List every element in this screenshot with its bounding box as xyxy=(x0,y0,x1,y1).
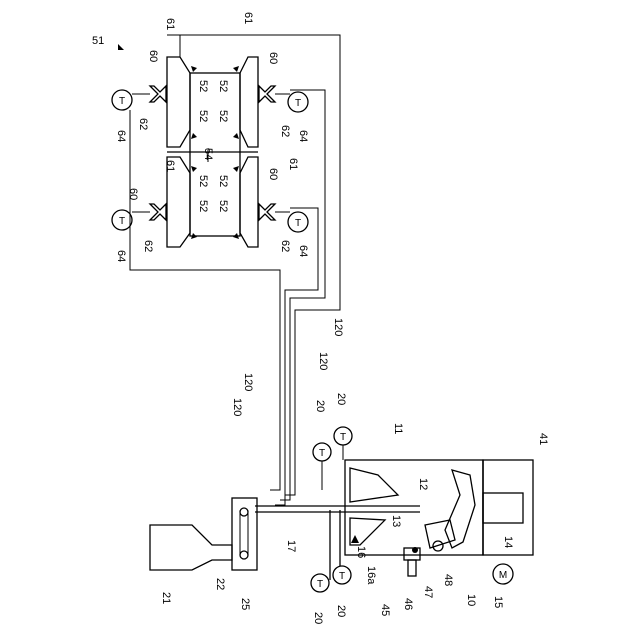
nozzle-52 xyxy=(233,166,239,172)
nozzle-assembly xyxy=(404,547,420,576)
svg-text:60: 60 xyxy=(267,168,279,180)
svg-text:15: 15 xyxy=(492,596,504,608)
svg-text:20: 20 xyxy=(314,400,326,412)
arrow-16 xyxy=(351,535,359,543)
svg-text:64: 64 xyxy=(115,130,127,142)
svg-text:14: 14 xyxy=(502,536,514,548)
svg-text:T: T xyxy=(319,448,325,459)
valve-60 xyxy=(259,86,275,102)
thermometer-icon: T xyxy=(334,427,352,445)
svg-text:62: 62 xyxy=(142,240,154,252)
svg-text:T: T xyxy=(119,96,125,107)
nozzle-52 xyxy=(191,166,197,172)
svg-text:22: 22 xyxy=(214,578,226,590)
svg-text:52: 52 xyxy=(217,80,229,92)
svg-text:120: 120 xyxy=(332,318,344,336)
svg-text:13: 13 xyxy=(390,515,402,527)
svg-text:120: 120 xyxy=(317,352,329,370)
blower-unit xyxy=(150,498,257,570)
svg-text:60: 60 xyxy=(147,50,159,62)
nozzle-52 xyxy=(191,66,197,72)
svg-text:10: 10 xyxy=(465,594,477,606)
svg-text:20: 20 xyxy=(312,612,324,624)
svg-text:T: T xyxy=(295,98,301,109)
svg-text:62: 62 xyxy=(279,125,291,137)
thermometer-icon: T xyxy=(333,566,351,584)
svg-text:46: 46 xyxy=(402,598,414,610)
svg-text:64: 64 xyxy=(115,250,127,262)
svg-text:61: 61 xyxy=(242,12,254,24)
svg-text:62: 62 xyxy=(137,118,149,130)
svg-text:52: 52 xyxy=(197,200,209,212)
svg-text:17: 17 xyxy=(285,540,297,552)
svg-text:45: 45 xyxy=(379,604,391,616)
reference-labels: 51 61 61 61 61 60 60 60 60 52 52 52 52 5… xyxy=(92,12,549,624)
thermometer-icon: T xyxy=(112,210,132,230)
svg-text:120: 120 xyxy=(242,373,254,391)
left-upper-header xyxy=(167,57,190,147)
svg-text:52: 52 xyxy=(197,80,209,92)
svg-text:21: 21 xyxy=(160,592,172,604)
svg-text:T: T xyxy=(340,432,346,443)
thermometer-icon: T xyxy=(112,90,132,110)
svg-text:64: 64 xyxy=(297,245,309,257)
motor-icon: M xyxy=(493,564,513,584)
thermometer-icon: T xyxy=(313,443,331,461)
svg-text:T: T xyxy=(295,218,301,229)
right-lower-header xyxy=(240,157,258,247)
piping-120 xyxy=(130,35,340,505)
valve-60 xyxy=(150,204,166,220)
svg-text:52: 52 xyxy=(217,200,229,212)
svg-text:51: 51 xyxy=(92,35,104,47)
svg-text:120: 120 xyxy=(231,398,243,416)
right-upper-header xyxy=(240,57,258,147)
svg-text:52: 52 xyxy=(197,110,209,122)
svg-text:T: T xyxy=(119,216,125,227)
svg-text:61: 61 xyxy=(287,158,299,170)
svg-text:61: 61 xyxy=(164,160,176,172)
svg-text:M: M xyxy=(499,570,507,581)
thermometer-icon: T xyxy=(311,574,329,592)
svg-text:62: 62 xyxy=(279,240,291,252)
svg-text:11: 11 xyxy=(392,423,404,434)
svg-text:T: T xyxy=(339,571,345,582)
svg-text:41: 41 xyxy=(537,433,549,445)
svg-text:16a: 16a xyxy=(365,566,377,585)
svg-text:52: 52 xyxy=(217,110,229,122)
svg-text:60: 60 xyxy=(127,188,139,200)
thermometer-icon: T xyxy=(288,212,308,232)
nozzle-52 xyxy=(233,66,239,72)
svg-text:48: 48 xyxy=(442,574,454,586)
nozzle-52 xyxy=(233,133,239,139)
svg-text:52: 52 xyxy=(197,175,209,187)
shaft-14 xyxy=(483,493,523,523)
thermometer-icon: T xyxy=(288,92,308,112)
svg-text:61: 61 xyxy=(164,18,176,30)
valve-60 xyxy=(150,86,166,102)
feed-chute xyxy=(350,468,398,502)
svg-text:64: 64 xyxy=(297,130,309,142)
svg-text:T: T xyxy=(317,579,323,590)
blower-21 xyxy=(150,525,232,570)
svg-text:60: 60 xyxy=(267,52,279,64)
nozzle-52 xyxy=(191,133,197,139)
svg-text:12: 12 xyxy=(417,478,429,490)
svg-text:16: 16 xyxy=(355,546,367,558)
svg-text:20: 20 xyxy=(335,393,347,405)
svg-text:20: 20 xyxy=(335,605,347,617)
crucible-12 xyxy=(445,470,475,548)
svg-text:52: 52 xyxy=(217,175,229,187)
svg-text:25: 25 xyxy=(239,598,251,610)
furnace-body xyxy=(345,460,483,555)
valve-60 xyxy=(259,204,275,220)
svg-text:47: 47 xyxy=(422,586,434,598)
